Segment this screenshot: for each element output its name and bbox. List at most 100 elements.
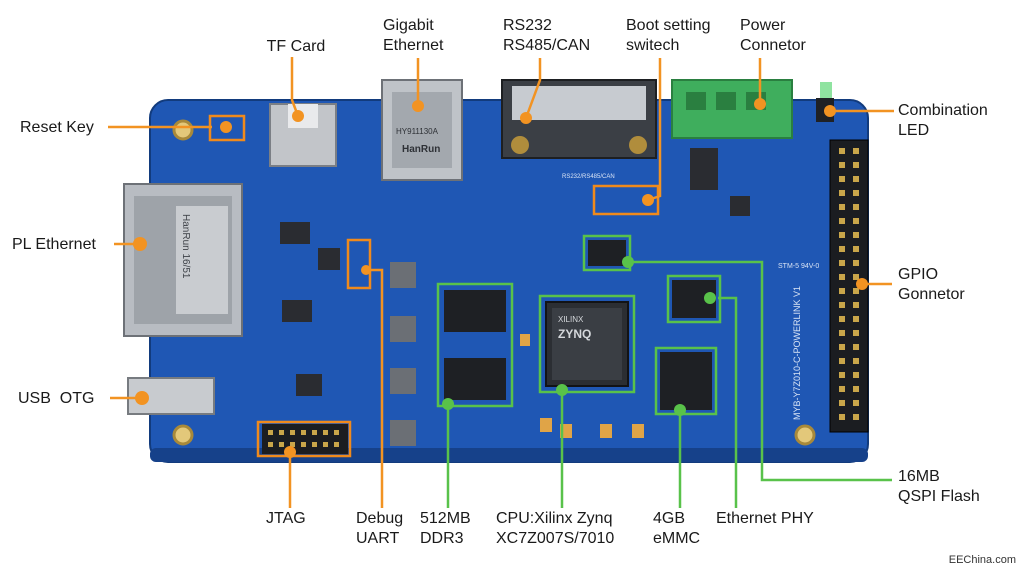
callout-dot — [674, 404, 686, 416]
label-tf-card: TF Card — [258, 37, 334, 57]
jtag-pin — [279, 430, 284, 435]
callout-line-debug — [368, 268, 384, 508]
gpio-pin — [853, 218, 859, 224]
boot-switch-frame — [592, 184, 660, 216]
callout-dots-orange — [133, 98, 868, 458]
gpio-pin — [839, 414, 845, 420]
jtag-pin — [268, 430, 273, 435]
gpio-pin — [853, 176, 859, 182]
ddr3-chip — [444, 290, 506, 332]
gpio-pin — [853, 190, 859, 196]
jtag-pin — [323, 430, 328, 435]
jtag-pin — [290, 442, 295, 447]
small-ic — [690, 148, 718, 190]
stm-silk: STM-5 94V-0 — [778, 263, 819, 270]
gpio-pin — [839, 386, 845, 392]
label-line: RS232 — [503, 17, 552, 34]
jtag-pin — [268, 442, 273, 447]
label-line: Connetor — [740, 37, 806, 54]
qspi-frame — [582, 234, 632, 272]
qspi-flash-chip — [588, 240, 626, 266]
callout-dot — [520, 112, 532, 124]
label-line: TF Card — [266, 38, 326, 55]
label-pl-ethernet: PL Ethernet — [12, 235, 96, 255]
gpio-pin — [853, 148, 859, 154]
jtag-pin — [290, 430, 295, 435]
hanrun-silk: HanRun — [402, 144, 440, 155]
jtag-pin — [334, 442, 339, 447]
jtag-pin — [279, 442, 284, 447]
gpio-pin — [839, 274, 845, 280]
led-lens — [820, 82, 832, 98]
callout-dot — [642, 194, 654, 206]
db9-screw — [629, 136, 647, 154]
callout-dot — [133, 237, 147, 251]
callout-line-rs232 — [524, 58, 542, 119]
gpio-pin — [839, 260, 845, 266]
label-line: LED — [898, 122, 930, 139]
label-line: UART — [356, 530, 400, 547]
gpio-pin — [839, 288, 845, 294]
gpio-pin — [839, 162, 845, 168]
emmc-frame — [654, 346, 718, 416]
label-line: Power — [740, 17, 786, 34]
jtag-pin — [301, 442, 306, 447]
inductor — [390, 368, 416, 394]
label-emmc: 4GB eMMC — [653, 509, 700, 549]
gpio-pin — [839, 372, 845, 378]
db9-shell — [512, 86, 646, 120]
hanrun-code-silk: HY911130A — [396, 127, 439, 136]
callout-lines-green — [446, 260, 892, 508]
label-line: XC7Z007S/7010 — [496, 530, 615, 547]
gpio-pin — [853, 358, 859, 364]
gpio-pin — [839, 358, 845, 364]
callout-line-qspi — [630, 260, 892, 482]
callout-dot — [824, 105, 836, 117]
callout-dot — [556, 384, 568, 396]
gpio-pin — [839, 232, 845, 238]
gpio-pin — [853, 330, 859, 336]
gpio-pin — [853, 260, 859, 266]
label-line: Boot setting — [626, 17, 711, 34]
gpio-pin — [839, 330, 845, 336]
label-cpu: CPU:Xilinx Zynq XC7Z007S/7010 — [496, 509, 614, 549]
gpio-pin — [853, 400, 859, 406]
label-line: switech — [626, 37, 680, 54]
small-ic — [296, 374, 322, 396]
ddr3-chip — [444, 358, 506, 400]
gpio-pin — [853, 246, 859, 252]
jtag-pin — [323, 442, 328, 447]
gpio-pins — [839, 148, 859, 420]
label-ethernet-phy: Ethernet PHY — [716, 509, 814, 529]
small-ic — [282, 300, 312, 322]
jtag-pin — [334, 430, 339, 435]
cpu-die — [552, 308, 622, 380]
gpio-pin — [839, 400, 845, 406]
gpio-pin — [853, 414, 859, 420]
callout-dot — [220, 121, 232, 133]
db9-screw — [511, 136, 529, 154]
gpio-pin — [853, 274, 859, 280]
gpio-pin — [839, 148, 845, 154]
gpio-pin — [839, 316, 845, 322]
label-debug-uart: Debug UART — [356, 509, 403, 549]
mount-hole — [172, 119, 194, 141]
power-terminal — [716, 92, 736, 110]
callout-dot — [622, 256, 634, 268]
label-gpio: GPIO Gonnetor — [898, 265, 965, 305]
label-reset-key: Reset Key — [20, 118, 94, 138]
label-line: 512MB — [420, 510, 471, 527]
gpio-pin — [839, 204, 845, 210]
gpio-pin — [853, 162, 859, 168]
xilinx-silk: XILINX — [558, 315, 584, 324]
label-line: JTAG — [266, 510, 306, 527]
jtag-pin — [312, 430, 317, 435]
label-combination-led: Combination LED — [898, 101, 988, 141]
label-line: USB OTG — [18, 390, 95, 407]
usb-otg-port — [127, 377, 215, 415]
callout-dot — [361, 265, 371, 275]
callout-dots-green — [442, 256, 716, 416]
label-line: GPIO — [898, 266, 939, 283]
gpio-pin — [853, 302, 859, 308]
